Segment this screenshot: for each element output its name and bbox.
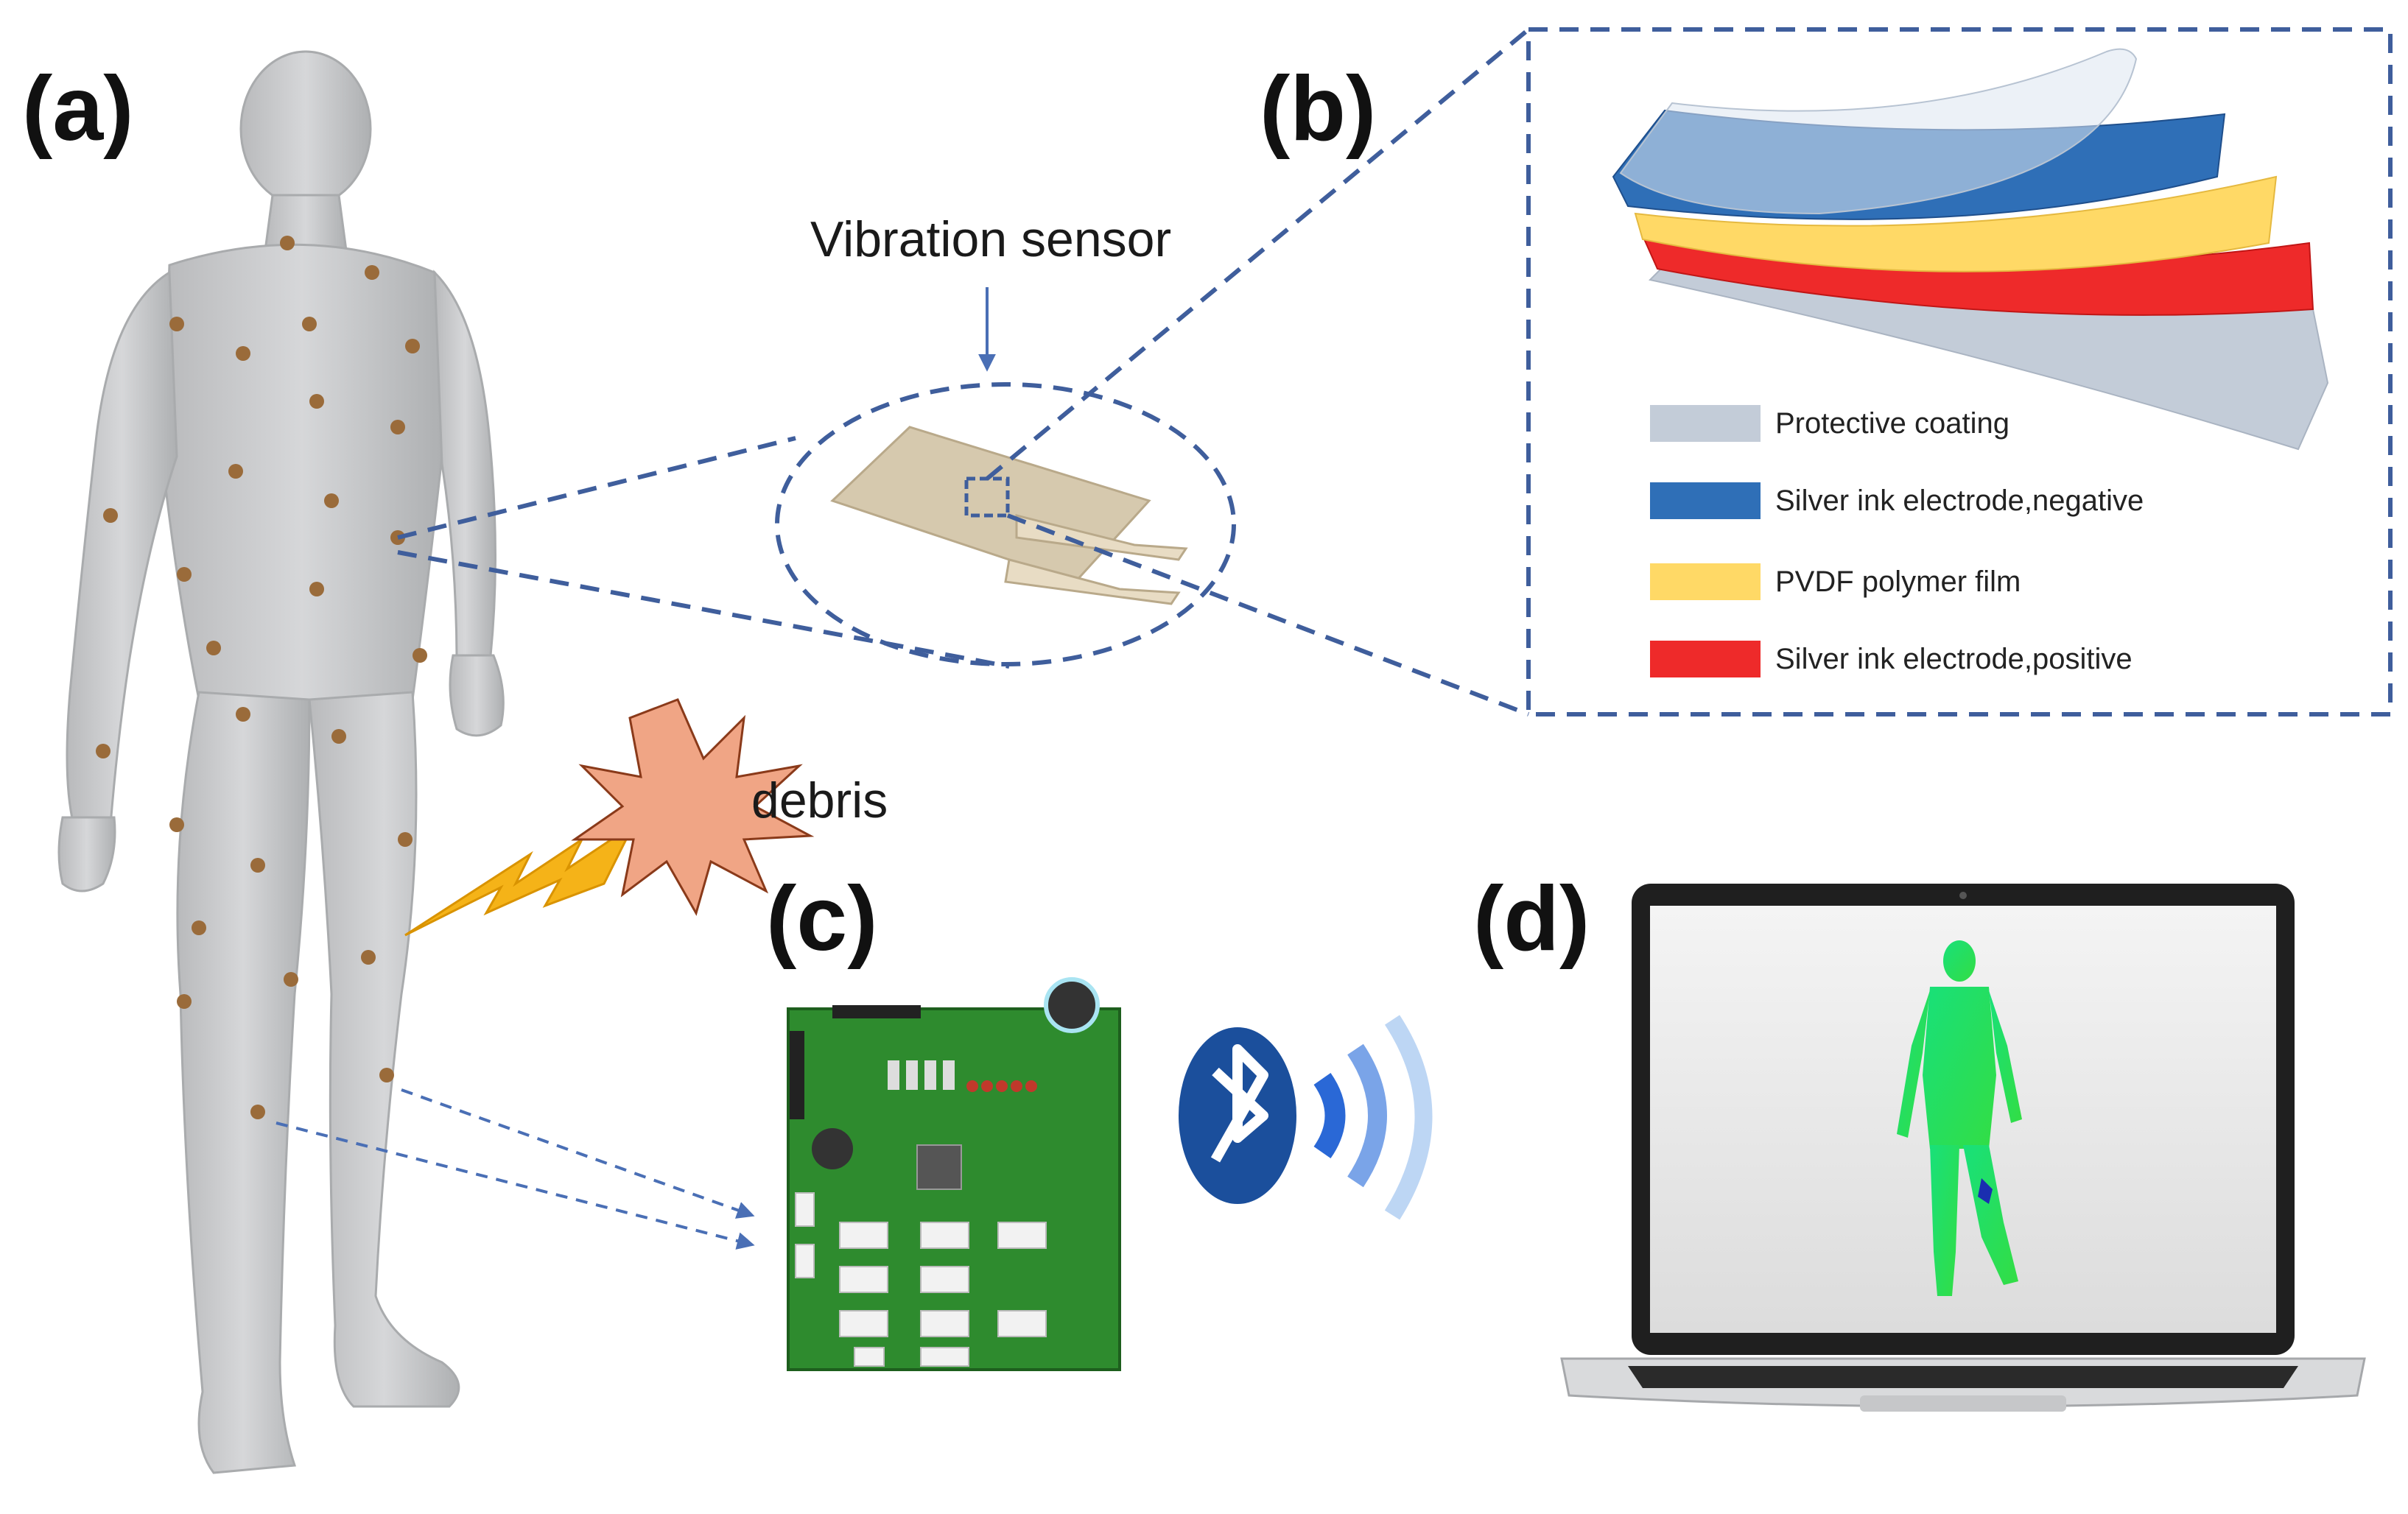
sensor-dots [96, 236, 427, 1119]
sensor-zoom-ellipse [775, 382, 1236, 666]
human-model-icon [57, 50, 505, 1474]
legend-label-positive: Silver ink electrode,positive [1775, 643, 2133, 675]
legend-label-pvdf: PVDF polymer film [1775, 566, 2021, 598]
legend-swatch-negative [1650, 482, 1761, 519]
legend-swatch-protective [1650, 405, 1761, 442]
zoom-line-b-top [986, 27, 1530, 481]
circuit-board-icon [787, 977, 1121, 1371]
bluetooth-icon [1179, 1027, 1296, 1204]
panel-label-c: (c) [766, 868, 878, 970]
data-link-arrow-upper [401, 1088, 755, 1219]
layer-legend: Protective coating Silver ink electrode,… [1650, 405, 2144, 677]
sensor-film-icon [830, 426, 1188, 605]
legend-swatch-pvdf [1650, 563, 1761, 600]
debris-burst-icon [571, 698, 815, 916]
legend-swatch-positive [1650, 641, 1761, 677]
panel-label-a: (a) [22, 58, 134, 160]
zoom-line-lower [397, 550, 1010, 669]
zoom-line-upper [397, 436, 796, 540]
legend-label-negative: Silver ink electrode,negative [1775, 485, 2144, 517]
debris-label: debris [751, 772, 888, 828]
legend-label-protective: Protective coating [1775, 407, 2009, 440]
panel-label-d: (d) [1473, 868, 1590, 970]
zoom-line-b-bottom [1006, 513, 1530, 716]
vibration-sensor-label: Vibration sensor [810, 211, 1171, 267]
sensor-layers-icon [1612, 48, 2329, 451]
wireless-signal-icon [1313, 1015, 1433, 1220]
panel-label-b: (b) [1260, 58, 1376, 160]
lightning-icon [404, 821, 636, 937]
screen-human-model [1897, 940, 2022, 1296]
